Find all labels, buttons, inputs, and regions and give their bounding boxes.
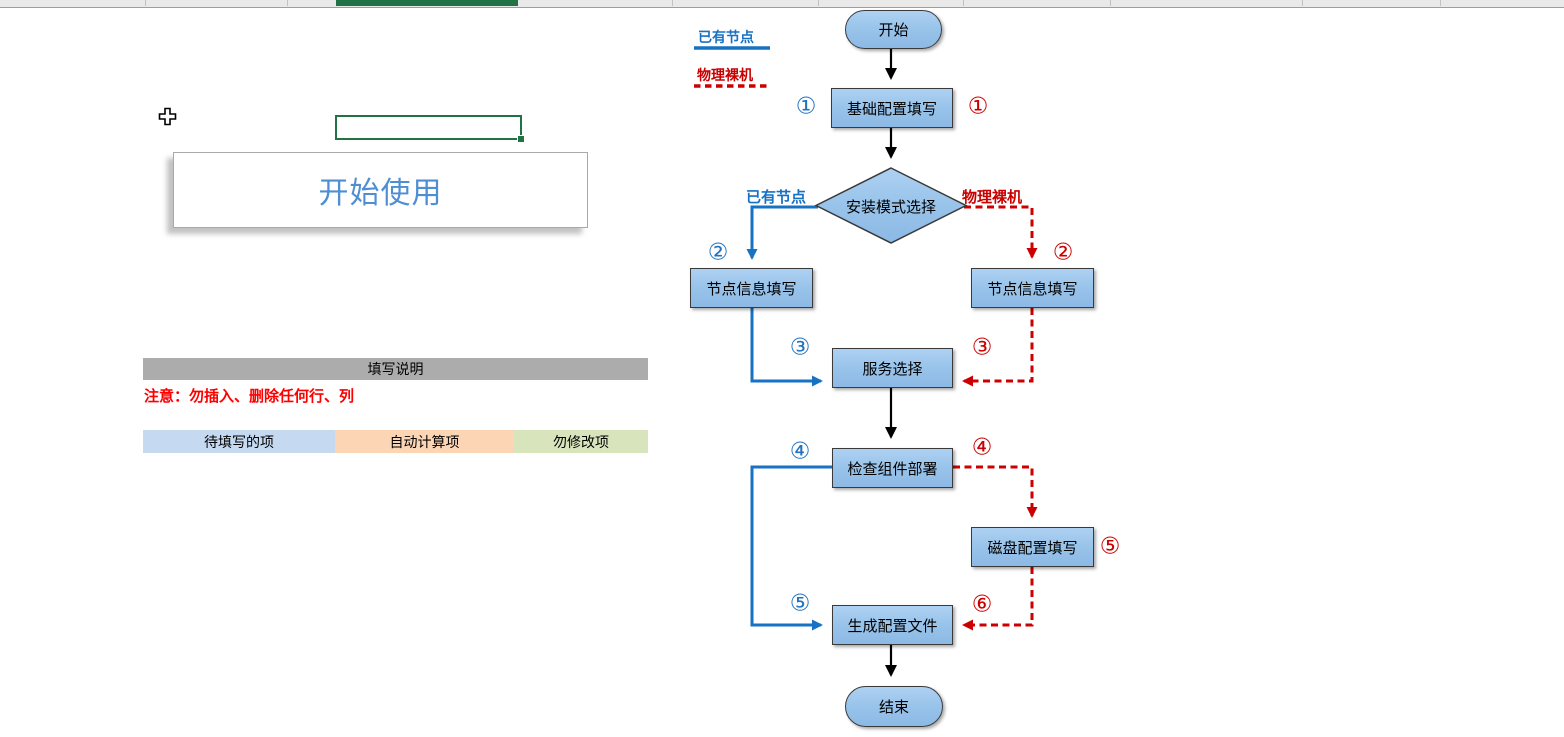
step-1-red: ① [967, 93, 989, 120]
column-separator [287, 0, 288, 6]
instructions-header: 填写说明 [143, 358, 648, 380]
flow-node-end: 结束 [845, 686, 943, 727]
step-3-blue: ③ [789, 334, 811, 361]
branch-label-bare-metal: 物理裸机 [962, 188, 1023, 206]
flow-node-disk-config: 磁盘配置填写 [971, 527, 1094, 567]
column-separator [145, 0, 146, 6]
flow-legend-bare-metal: 物理裸机 [697, 68, 753, 84]
step-1-blue: ① [795, 93, 817, 120]
column-separator [963, 0, 964, 6]
legend-cell-auto-calculated: 自动计算项 [335, 430, 514, 453]
selected-column-highlight [336, 0, 518, 6]
step-5-red: ⑤ [1099, 533, 1121, 560]
flow-node-generate-config: 生成配置文件 [832, 605, 953, 645]
flow-node-check-components: 检查组件部署 [832, 448, 953, 488]
legend-cell-do-not-modify: 勿修改项 [514, 430, 648, 453]
flow-node-service-select: 服务选择 [832, 348, 953, 388]
cell-cursor-icon [158, 107, 177, 131]
column-separator [1440, 0, 1441, 6]
flow-legend-existing-node: 已有节点 [698, 30, 754, 46]
step-6-red: ⑥ [971, 591, 993, 618]
column-separator [672, 0, 673, 6]
flow-node-mode-select-label: 安装模式选择 [845, 198, 936, 216]
flow-node-basic-config: 基础配置填写 [831, 88, 953, 128]
flow-node-node-info-right: 节点信息填写 [971, 268, 1094, 308]
branch-label-existing-node: 已有节点 [746, 188, 807, 206]
column-separator [1110, 0, 1111, 6]
column-separator [1302, 0, 1303, 6]
blue-arrow-mode-to-nodeinfo [746, 205, 818, 260]
blue-arrow-nodeinfo-to-service [750, 308, 823, 387]
red-arrow-mode-to-nodeinfo [964, 205, 1038, 259]
step-2-red: ② [1052, 239, 1074, 266]
column-header-strip [0, 0, 1564, 8]
step-4-red: ④ [971, 434, 993, 461]
red-arrow-check-to-disk [953, 465, 1038, 518]
step-2-blue: ② [707, 239, 729, 266]
step-3-red: ③ [971, 334, 993, 361]
flow-node-node-info-left: 节点信息填写 [690, 268, 813, 308]
active-cell-selection[interactable] [335, 115, 525, 143]
warning-text: 注意：勿插入、删除任何行、列 [144, 388, 355, 405]
column-separator [818, 0, 819, 6]
legend-cell-to-fill: 待填写的项 [143, 430, 335, 453]
fill-handle[interactable] [517, 135, 525, 143]
flow-node-start: 开始 [845, 10, 942, 49]
step-4-blue: ④ [789, 438, 811, 465]
step-5-blue: ⑤ [789, 590, 811, 617]
start-using-button[interactable]: 开始使用 [173, 152, 588, 228]
